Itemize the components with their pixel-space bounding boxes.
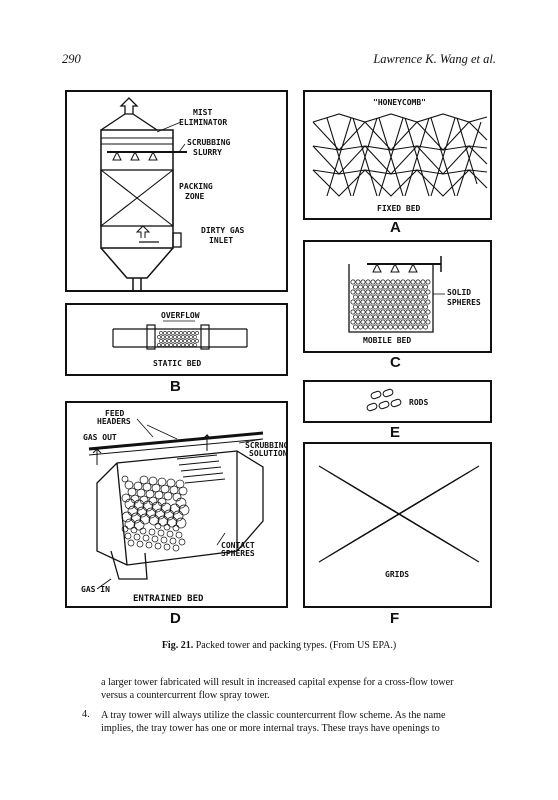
label-overflow: OVERFLOW <box>161 311 200 320</box>
label-spheres: SPHERES <box>447 298 481 307</box>
paragraph-line-2: versus a countercurrent flow spray tower… <box>101 690 270 701</box>
list-item-number: 4. <box>82 709 90 720</box>
figure-caption-text: Packed tower and packing types. (From US… <box>195 640 397 651</box>
label-contact-spheres: SPHERES <box>221 549 255 558</box>
panel-entrained-bed: FEED HEADERS GAS OUT SCRUBBING SOLUTION … <box>65 401 288 608</box>
figure-letter-f: F <box>390 610 400 627</box>
figure-letter-a: A <box>390 219 401 236</box>
mobile-bed-drawing <box>348 256 445 333</box>
list-item-line-2: implies, the tray tower has one or more … <box>101 723 440 734</box>
label-eliminator: ELIMINATOR <box>179 118 228 127</box>
panel-static-bed: OVERFLOW STATIC BED <box>65 303 288 376</box>
label-zone: ZONE <box>185 192 205 201</box>
figure-letter-c: C <box>390 354 401 371</box>
list-item-line-1: A tray tower will always utilize the cla… <box>101 710 446 721</box>
grids-caption: GRIDS <box>385 570 410 579</box>
running-header-authors: Lawrence K. Wang et al. <box>373 52 496 66</box>
rods-drawing <box>366 388 402 412</box>
label-solid: SOLID <box>447 288 472 297</box>
entrained-bed-caption: ENTRAINED BED <box>133 594 204 604</box>
label-solution: SOLUTION <box>249 449 288 458</box>
packed-tower-drawing <box>100 97 187 290</box>
figure-letter-b: B <box>170 378 181 395</box>
figure-letter-e: E <box>390 424 401 441</box>
fixed-bed-caption: FIXED BED <box>377 204 421 213</box>
page-number: 290 <box>62 52 81 66</box>
static-bed-drawing <box>112 320 248 350</box>
figure-letter-d: D <box>170 610 181 627</box>
label-packing: PACKING <box>179 182 213 191</box>
paragraph-line-1: a larger tower fabricated will result in… <box>101 677 454 688</box>
label-mist: MIST <box>193 108 213 117</box>
rods-caption: RODS <box>409 398 429 407</box>
label-feed: FEED <box>105 409 125 418</box>
label-scrubbing-d: SCRUBBING <box>245 441 289 450</box>
grids-drawing <box>318 465 480 563</box>
panel-mobile-bed: SOLID SPHERES MOBILE BED <box>303 240 492 353</box>
label-gas-in: GAS IN <box>81 585 110 594</box>
panel-packed-tower: MIST ELIMINATOR SCRUBBING SLURRY PACKING… <box>65 90 288 292</box>
label-slurry: SLURRY <box>193 148 222 157</box>
mobile-bed-caption: MOBILE BED <box>363 336 412 345</box>
honeycomb-title: "HONEYCOMB" <box>373 98 426 107</box>
honeycomb-drawing <box>312 113 488 197</box>
label-contact: CONTACT <box>221 541 255 550</box>
static-bed-caption: STATIC BED <box>153 359 202 368</box>
label-gas-out: GAS OUT <box>83 433 117 442</box>
label-inlet: INLET <box>209 236 234 245</box>
panel-fixed-bed: "HONEYCOMB" FIXED BED <box>303 90 492 220</box>
entrained-bed-drawing <box>88 418 264 590</box>
figure-caption: Fig. 21. Packed tower and packing types.… <box>0 640 558 651</box>
panel-grids: GRIDS <box>303 442 492 608</box>
figure-caption-label: Fig. 21. <box>161 640 194 651</box>
label-scrubbing: SCRUBBING <box>187 138 231 147</box>
label-headers: HEADERS <box>97 417 131 426</box>
label-dirty-gas: DIRTY GAS <box>201 226 245 235</box>
panel-rods: RODS <box>303 380 492 423</box>
